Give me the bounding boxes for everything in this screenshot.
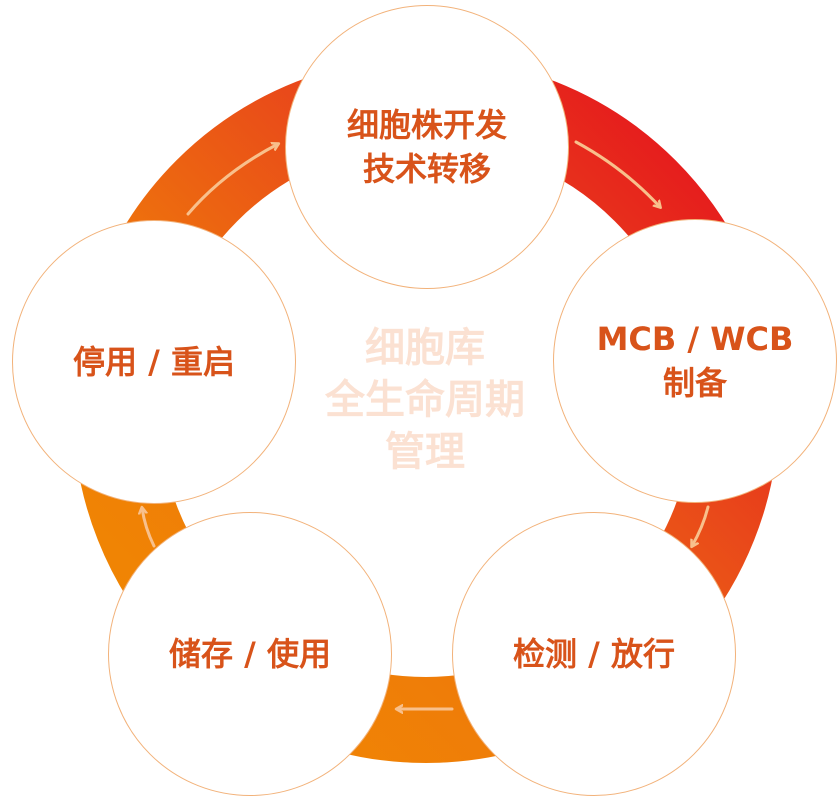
arrow-5-to-1 <box>186 144 278 216</box>
stage-mcb-wcb-preparation: MCB / WCB 制备 <box>553 219 837 503</box>
center-title-line-2: 全生命周期 <box>325 377 525 423</box>
stage-label-line-1: 储存 / 使用 <box>169 635 331 673</box>
stage-label-line-1: 停用 / 重启 <box>73 343 235 381</box>
arrow-4-to-5 <box>142 508 156 548</box>
stage-storage-use: 储存 / 使用 <box>108 512 392 796</box>
stage-label-line-2: 技术转移 <box>362 150 491 188</box>
arrow-2-to-3 <box>692 505 710 546</box>
stage-cell-line-development: 细胞株开发 技术转移 <box>285 5 569 289</box>
arrow-1-to-2 <box>574 140 660 207</box>
center-title-line-3: 管理 <box>385 429 465 475</box>
stage-label-line-1: MCB / WCB <box>596 320 794 358</box>
stage-label-line-1: 检测 / 放行 <box>513 635 675 673</box>
center-title: 细胞库 全生命周期 管理 <box>290 322 560 478</box>
stage-testing-release: 检测 / 放行 <box>452 512 736 796</box>
center-title-line-1: 细胞库 <box>365 325 485 371</box>
stage-retire-restart: 停用 / 重启 <box>12 220 296 504</box>
stage-label-line-2: 制备 <box>662 364 727 402</box>
stage-label-line-1: 细胞株开发 <box>346 106 507 144</box>
